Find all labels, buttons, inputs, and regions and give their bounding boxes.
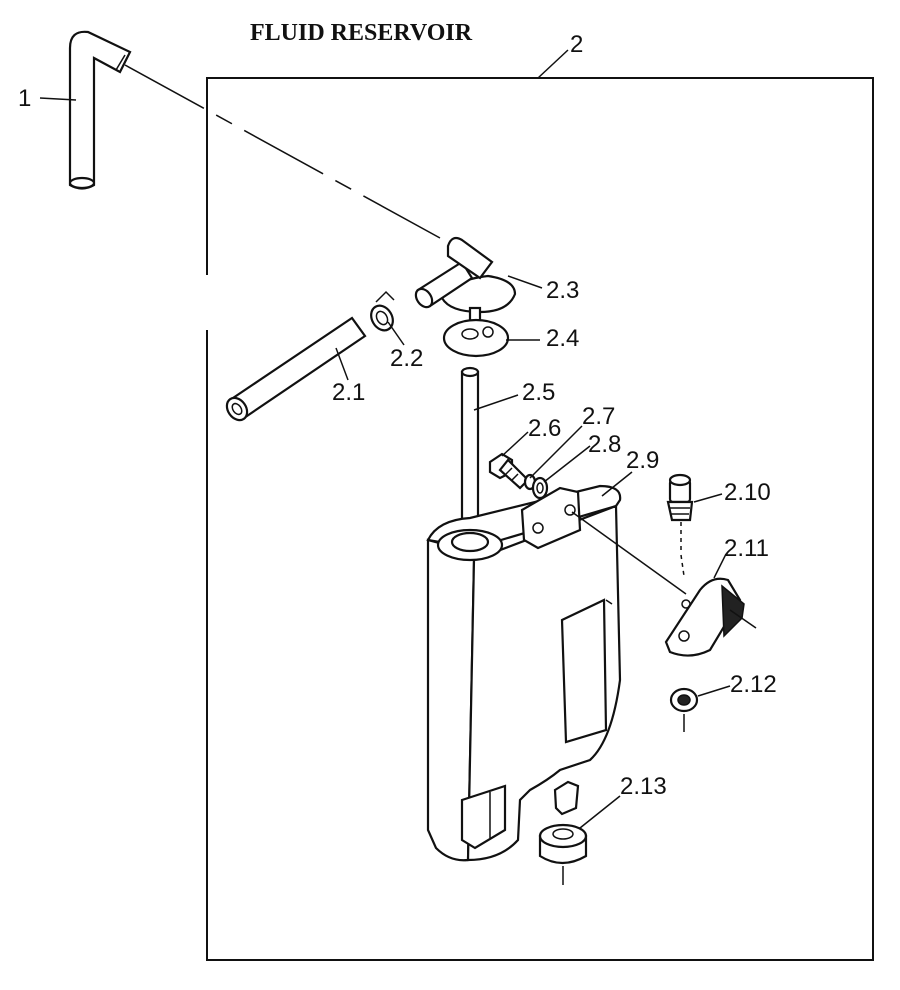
leader-2-6 xyxy=(501,431,529,457)
part-1-bent-hose xyxy=(68,30,132,190)
callout-2-13: 2.13 xyxy=(620,773,667,800)
leader-2-8 xyxy=(543,445,591,483)
callout-1: 1 xyxy=(18,85,31,112)
leader-1 xyxy=(39,97,77,101)
callout-2-8: 2.8 xyxy=(588,431,621,458)
callout-2-10: 2.10 xyxy=(724,479,771,506)
callout-2-9: 2.9 xyxy=(626,447,659,474)
callout-2-7: 2.7 xyxy=(582,403,615,430)
part-2-3-cap-elbow xyxy=(414,236,517,326)
diagram-title: FLUID RESERVOIR xyxy=(250,20,473,46)
callout-2: 2 xyxy=(570,31,583,58)
leader-2-1 xyxy=(335,347,349,381)
leader-2-3 xyxy=(507,275,543,289)
leader-2-12 xyxy=(697,685,731,697)
callout-2-11: 2.11 xyxy=(724,535,769,562)
part-2-5-dip-tube xyxy=(460,366,480,542)
part-2-13-grommet xyxy=(538,823,588,885)
leader-2-13 xyxy=(579,795,621,829)
callout-2-6: 2.6 xyxy=(528,415,561,442)
callout-2-4: 2.4 xyxy=(546,325,579,352)
leader-2-9 xyxy=(601,471,633,497)
part-2-4-gasket xyxy=(442,318,510,358)
assembly-dash-line xyxy=(124,64,441,239)
part-2-9-reservoir-tank xyxy=(426,484,622,862)
callout-2-1: 2.1 xyxy=(332,379,365,406)
part-2-10-pump-plug xyxy=(666,473,694,550)
part-2-8-washer xyxy=(531,476,549,500)
callout-2-2: 2.2 xyxy=(390,345,423,372)
assembly-line-bracket xyxy=(571,511,687,595)
leader-2-11 xyxy=(713,553,727,579)
axis-line-2-10 xyxy=(680,554,685,577)
callout-2-5: 2.5 xyxy=(522,379,555,406)
assembly-frame xyxy=(206,77,874,961)
leader-2-10 xyxy=(693,493,723,503)
part-2-2-hose-clamp xyxy=(370,290,395,332)
leader-2-7 xyxy=(529,425,583,479)
part-2-6-bolt xyxy=(488,452,530,490)
part-2-11-bracket xyxy=(664,577,757,657)
callout-2-12: 2.12 xyxy=(730,671,777,698)
leader-2-2 xyxy=(387,321,405,346)
leader-2 xyxy=(537,49,569,79)
callout-2-3: 2.3 xyxy=(546,277,579,304)
leader-2-5 xyxy=(473,394,519,411)
part-2-1-straight-hose xyxy=(225,316,367,422)
part-2-12-grommet xyxy=(669,687,699,732)
